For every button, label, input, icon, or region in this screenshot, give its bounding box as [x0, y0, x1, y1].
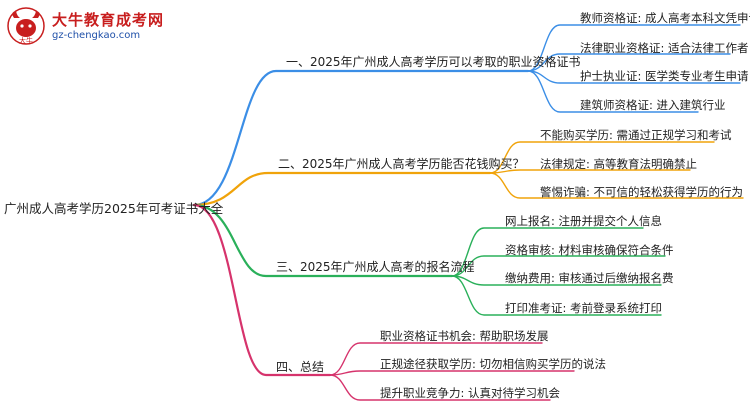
- leaf-2-1-connector: [489, 141, 715, 174]
- root-node: 广州成人高考学历2025年可考证书大全: [4, 201, 224, 216]
- branch-1-connector: [192, 69, 530, 207]
- branch-2-label: 二、2025年广州成人高考学历能否花钱购买？: [278, 157, 525, 171]
- site-logo[interactable]: 大牛 大牛教育成考网 gz-chengkao.com: [4, 6, 204, 48]
- branch-4-label: 四、总结: [276, 360, 325, 374]
- leaf-4-1: 职业资格证书机会: 帮助职场发展: [380, 329, 549, 343]
- leaf-1-2: 法律职业资格证: 适合法律工作者: [580, 41, 749, 55]
- leaf-1-1: 教师资格证: 成人高考本科文凭申请: [580, 11, 750, 25]
- leaf-2-2-connector: [489, 169, 691, 174]
- branch-3-label: 三、2025年广州成人高考的报名流程: [276, 260, 475, 274]
- branch-1-label: 一、2025年广州成人高考学历可以考取的职业资格证书: [286, 55, 581, 69]
- leaf-2-3-connector: [489, 172, 744, 199]
- leaf-4-3: 提升职业竞争力: 认真对待学习机会: [380, 386, 561, 400]
- leaf-2-2: 法律规定: 高等教育法明确禁止: [540, 157, 698, 171]
- leaf-3-1: 网上报名: 注册并提交个人信息: [505, 214, 663, 228]
- leaf-1-3: 护士执业证: 医学类专业考生申请: [580, 69, 749, 83]
- leaf-1-4-connector: [527, 70, 699, 113]
- leaf-3-3: 缴纳费用: 审核通过后缴纳报名费: [505, 271, 674, 285]
- leaf-4-2: 正规途径获取学历: 切勿相信购买学历的说法: [380, 357, 607, 371]
- leaf-3-4-connector: [451, 275, 662, 316]
- bull-logo-icon: 大牛: [7, 7, 45, 45]
- branch-4-connector: [192, 203, 332, 377]
- leaf-3-3-connector: [451, 275, 662, 286]
- leaf-3-2-connector: [451, 255, 666, 277]
- leaf-3-2: 资格审核: 材料审核确保符合条件: [505, 243, 674, 257]
- logo-icon-text: 大牛: [19, 36, 33, 45]
- logo-title: 大牛教育成考网: [52, 11, 165, 29]
- leaf-4-3-connector: [329, 374, 551, 401]
- branch-2-connector: [192, 171, 492, 207]
- leaf-1-4: 建筑师资格证: 进入建筑行业: [580, 98, 726, 112]
- leaf-4-1-connector: [329, 342, 543, 376]
- leaf-4-2-connector: [329, 370, 575, 376]
- leaf-1-2-connector: [527, 53, 731, 72]
- leaf-3-4: 打印准考证: 考前登录系统打印: [505, 301, 663, 315]
- leaf-2-1: 不能购买学历: 需通过正规学习和考试: [540, 128, 732, 142]
- leaf-1-1-connector: [527, 24, 741, 72]
- leaf-2-3: 警惕诈骗: 不可信的轻松获得学历的行为: [540, 185, 744, 199]
- branch-3-connector: [192, 203, 454, 278]
- leaf-3-1-connector: [451, 227, 644, 277]
- logo-url: gz-chengkao.com: [52, 30, 141, 41]
